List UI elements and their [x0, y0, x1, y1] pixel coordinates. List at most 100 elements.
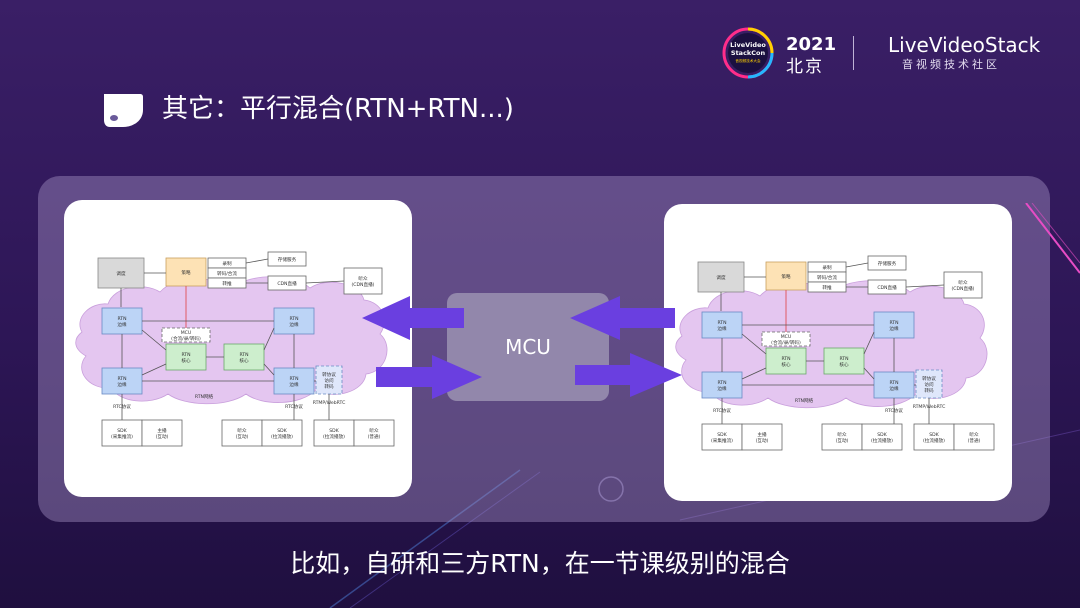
rtn-edge-box-label: 边缘 — [117, 381, 127, 388]
rtn-core-box-label: 核心 — [181, 357, 191, 364]
rtn-network-label: RTN网络 — [795, 397, 814, 404]
protocol-converter-box-label: 访问 — [324, 377, 334, 384]
interactive-listener-box-label: (互动) — [836, 437, 849, 444]
rtn-edge-box-label: RTN — [889, 320, 898, 326]
rtn-edge-box-label: RTN — [717, 320, 726, 326]
host-box — [141, 419, 183, 447]
sdk-push-box-label: (采集推流) — [711, 437, 733, 444]
record-box-label: 录制 — [222, 260, 232, 267]
rtn-core-box — [765, 347, 807, 375]
rtn-core-box-label: RTN — [839, 356, 848, 362]
connector-line — [263, 363, 275, 376]
connector-line — [263, 327, 275, 351]
slide-title: 其它：平行混合(RTN+RTN...) — [162, 94, 514, 124]
policy-box — [765, 261, 807, 291]
rtn-edge-box — [101, 307, 143, 335]
sdk-pull-box-label: (拉流播放) — [871, 437, 893, 444]
rtn-edge-box-label: 边缘 — [717, 385, 727, 392]
host-box-label: 主播 — [157, 427, 167, 434]
connector-line — [863, 367, 875, 380]
mcu-small-box — [761, 331, 811, 347]
rtn-architecture-diagram: 调度策略录制转码/合流转推存储服务CDN直播听众(CDN直播)RTN边缘RTN边… — [75, 251, 395, 447]
sdk-push-box — [101, 419, 143, 447]
badge-line-1: LiveVideo — [730, 41, 766, 49]
rtn-edge-box-label: RTN — [289, 316, 298, 322]
connector-line — [141, 363, 167, 376]
rtn-edge-box-label: RTN — [717, 380, 726, 386]
policy-box — [165, 257, 207, 287]
mcu-small-box-label: MCU — [781, 334, 792, 340]
rtn-core-box — [823, 347, 865, 375]
transcode-box-label: 转码/合流 — [217, 270, 237, 277]
cdn-audience-box-label: 听众 — [358, 275, 368, 282]
forward-box-label: 转推 — [822, 284, 832, 291]
brand-subtitle: 音视频技术社区 — [902, 58, 1000, 71]
mcu-small-box-label: (合流/录/转码) — [171, 335, 201, 342]
connector-line — [305, 280, 345, 284]
sdk-pull-box — [913, 423, 955, 451]
connector-line — [741, 367, 767, 380]
cdn-live-box-label: CDN直播 — [877, 284, 897, 291]
connector-line — [863, 331, 875, 355]
sdk-pull-box-label: SDK — [329, 428, 339, 434]
sdk-push-box — [701, 423, 743, 451]
protocol-converter-box-label: 转码 — [324, 383, 334, 390]
rtn-edge-box-label: RTN — [289, 376, 298, 382]
rtn-core-box-label: 核心 — [839, 361, 849, 368]
mcu-small-box-label: MCU — [181, 330, 192, 336]
brand-city: 北京 — [786, 57, 824, 77]
plain-listener-box — [353, 419, 395, 447]
rtn-core-box-label: RTN — [781, 356, 790, 362]
plain-listener-box-label: (普通) — [368, 433, 381, 440]
host-box-label: 主播 — [757, 431, 767, 438]
rtn-core-box — [223, 343, 265, 371]
slide-caption: 比如，自研和三方RTN，在一节课级别的混合 — [290, 549, 790, 578]
rtn-edge-box-label: 边缘 — [889, 385, 899, 392]
rtn-core-box-label: 核心 — [781, 361, 791, 368]
interactive-listener-box-label: 听众 — [837, 431, 847, 438]
rtn-architecture-diagram: 调度策略录制转码/合流转推存储服务CDN直播听众(CDN直播)RTN边缘RTN边… — [675, 255, 995, 451]
sdk-pull-box — [861, 423, 903, 451]
sdk-push-box-label: SDK — [117, 428, 127, 434]
rtn-core-box-label: RTN — [181, 352, 190, 358]
policy-box-label: 策略 — [181, 269, 191, 276]
arrow-mcu-to-right — [575, 353, 682, 397]
schedule-box-label: 调度 — [116, 270, 126, 277]
arrow-left-to-mcu — [376, 355, 482, 399]
rtn-edge-box — [701, 311, 743, 339]
rtn-edge-box-label: 边缘 — [717, 325, 727, 332]
interactive-listener-box-label: (互动) — [236, 433, 249, 440]
connector-line — [741, 333, 767, 355]
plain-listener-box-label: 听众 — [369, 427, 379, 434]
rtn-edge-box-label: 边缘 — [289, 321, 299, 328]
corner-decoration — [1025, 203, 1080, 274]
host-box-label: (互动) — [756, 437, 769, 444]
record-box-label: 录制 — [822, 264, 832, 271]
sdk-push-box-label: (采集推流) — [111, 433, 133, 440]
rtn-edge-box-label: RTN — [889, 380, 898, 386]
protocol-converter-box-label: 转协议 — [922, 375, 936, 382]
protocol-converter-box-label: 转码 — [924, 387, 934, 394]
arrow-right-to-mcu — [570, 296, 675, 340]
schedule-box-label: 调度 — [716, 274, 726, 281]
forward-box-label: 转推 — [222, 280, 232, 287]
connector-line — [845, 262, 869, 268]
plain-listener-box — [953, 423, 995, 451]
brand-divider — [853, 36, 854, 70]
brand-year: 2021 — [786, 34, 837, 55]
host-box-label: (互动) — [156, 433, 169, 440]
protocol-converter-box — [915, 369, 943, 399]
policy-box-label: 策略 — [781, 273, 791, 280]
mcu-small-box — [161, 327, 211, 343]
sdk-pull-box-label: SDK — [929, 432, 939, 438]
connector-line — [245, 258, 269, 264]
rtn-core-box-label: RTN — [239, 352, 248, 358]
rtn-network-label: RTN网络 — [195, 393, 214, 400]
sdk-pull-box — [261, 419, 303, 447]
sdk-pull-box-label: (拉流播放) — [323, 433, 345, 440]
sdk-pull-box-label: SDK — [277, 428, 287, 434]
rtn-edge-box-label: RTN — [117, 316, 126, 322]
interactive-listener-box — [221, 419, 263, 447]
